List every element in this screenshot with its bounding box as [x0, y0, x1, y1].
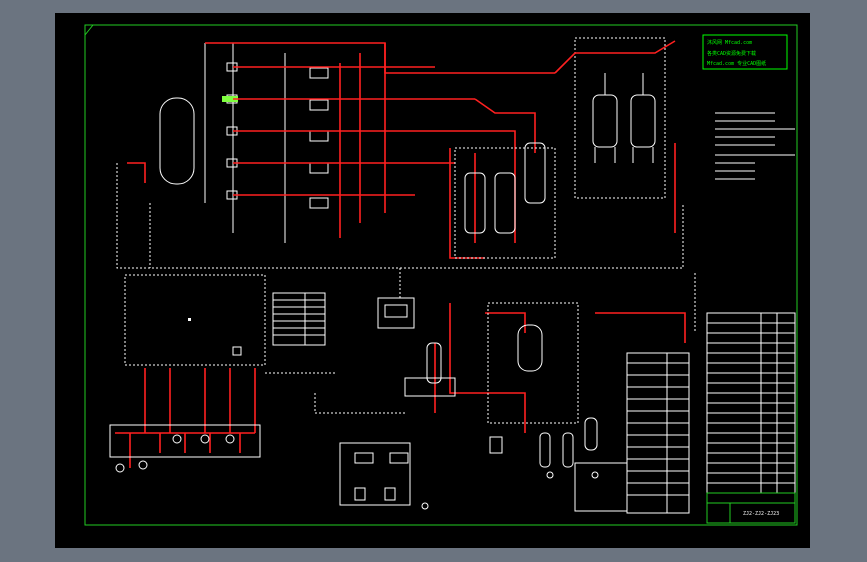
receiver-tank-left: [159, 97, 195, 185]
valve-manifold-left: [204, 43, 329, 243]
vessel-group-middle: [454, 142, 556, 259]
title-line-2: 各类CAD资源免费下载: [707, 50, 756, 57]
red-pipe-network: [115, 40, 686, 468]
drawing-number: ZJ2-ZJ2-ZJ23: [743, 511, 779, 517]
bom-table-right: [706, 312, 796, 494]
highlight-valve: [222, 96, 238, 102]
vessel-group-bottom: [339, 302, 598, 506]
notes-region: [715, 112, 795, 180]
drawing-border-corner: [84, 24, 94, 36]
parts-table-bottom: [574, 352, 690, 514]
control-panel-box: [377, 297, 415, 329]
cad-drawing-canvas: 沐风网 Mfcad.com 各类CAD资源免费下载 Mfcad.com 专业CA…: [55, 13, 810, 548]
schematic-svg: 沐风网 Mfcad.com 各类CAD资源免费下载 Mfcad.com 专业CA…: [84, 24, 798, 526]
dashed-connectors: [116, 163, 696, 414]
drawing-title-block: [706, 492, 796, 524]
equipment-box-left: [124, 274, 266, 366]
tank-group-top-right: [574, 37, 666, 199]
title-line-3: Mfcad.com 专业CAD图纸: [707, 60, 766, 67]
drawing-border: [84, 24, 798, 526]
pump-symbols: [109, 424, 599, 510]
title-header: 沐风网 Mfcad.com: [707, 39, 752, 46]
parts-table-left: [272, 292, 326, 346]
title-box: 沐风网 Mfcad.com 各类CAD资源免费下载 Mfcad.com 专业CA…: [702, 34, 788, 70]
